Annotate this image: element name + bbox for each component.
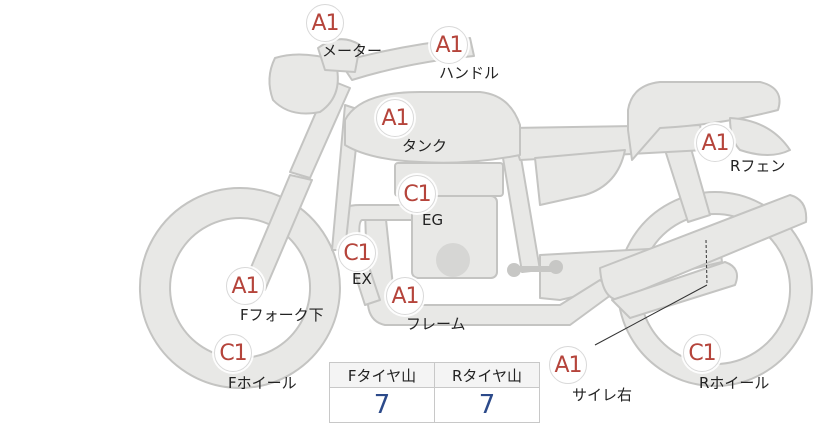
front-wheel-label: Fホイール bbox=[228, 374, 297, 392]
front-fork-grade-badge: A1 bbox=[226, 267, 264, 305]
front-tire-value: 7 bbox=[329, 387, 435, 423]
main-frame-shape bbox=[289, 79, 351, 179]
seat-shape bbox=[627, 81, 781, 161]
engine-grade-badge: C1 bbox=[398, 175, 436, 213]
exhaust-label: EX bbox=[352, 270, 372, 288]
muffler-shape bbox=[599, 194, 808, 301]
rear-fender-label: Rフェン bbox=[730, 157, 786, 175]
muffler-right-label: サイレ右 bbox=[572, 386, 633, 404]
meter-grade-badge: A1 bbox=[306, 4, 344, 42]
frame-grade-badge: A1 bbox=[386, 277, 424, 315]
lower-frame-shape bbox=[364, 209, 616, 326]
tank-label: タンク bbox=[402, 137, 448, 155]
exhaust-grade-badge: C1 bbox=[338, 234, 376, 272]
engine-body-shape bbox=[411, 195, 498, 279]
handle-label: ハンドル bbox=[439, 64, 500, 82]
muffler-lower-shape bbox=[611, 261, 738, 319]
side-cover-shape bbox=[534, 149, 626, 206]
meter-label: メーター bbox=[322, 42, 383, 60]
muffler-leader-line-2 bbox=[594, 284, 708, 346]
front-fork-shape bbox=[243, 174, 313, 291]
muffler-right-grade-badge: A1 bbox=[549, 346, 587, 384]
tire-tread-table: Fタイヤ山 Rタイヤ山 7 7 bbox=[329, 362, 540, 423]
front-wheel-shape bbox=[138, 187, 341, 389]
rear-wheel-grade-badge: C1 bbox=[683, 334, 721, 372]
front-fork-label: Fフォーク下 bbox=[240, 306, 324, 324]
front-wheel-grade-badge: C1 bbox=[214, 334, 252, 372]
muffler-leader-line bbox=[705, 239, 708, 286]
engine-label: EG bbox=[422, 211, 444, 229]
rear-tire-value: 7 bbox=[434, 387, 540, 423]
engine-cover-circle bbox=[436, 243, 470, 277]
rear-fender-grade-badge: A1 bbox=[696, 124, 734, 162]
handle-grade-badge: A1 bbox=[430, 26, 468, 64]
rear-wheel-label: Rホイール bbox=[699, 374, 770, 392]
meter-shape bbox=[317, 38, 361, 73]
front-tire-header: Fタイヤ山 bbox=[329, 362, 435, 388]
rear-tire-header: Rタイヤ山 bbox=[434, 362, 540, 388]
tank-grade-badge: A1 bbox=[376, 99, 414, 137]
rear-fender-shape bbox=[729, 117, 791, 156]
frame-label: フレーム bbox=[406, 315, 466, 333]
headlight-shape bbox=[268, 53, 339, 115]
